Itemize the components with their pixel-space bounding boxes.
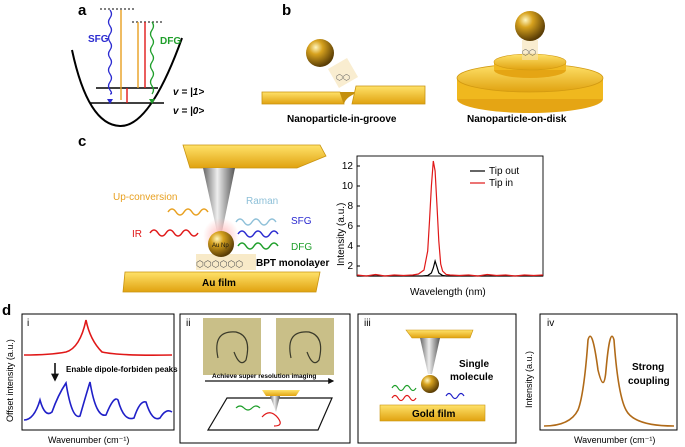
panel-label-c: c xyxy=(78,133,86,150)
single-label: Single xyxy=(459,359,489,370)
gold-nanoparticle-icon xyxy=(515,11,545,41)
super-resolution-caption: Achieve super resolution imaging xyxy=(212,373,316,380)
molecule-icon: ⬡⬡⬡⬡⬡⬡ xyxy=(196,259,243,269)
strong-label: Strong xyxy=(632,362,664,373)
chart-legend: Tip out Tip in xyxy=(470,166,519,189)
gold-film-icon xyxy=(379,404,486,422)
bpt-monolayer-label: BPT monolayer xyxy=(256,258,329,269)
legend-tip-in: Tip in xyxy=(489,178,513,189)
au-film-label: Au film xyxy=(202,278,236,289)
panel-label-a: a xyxy=(78,2,87,19)
subpanel-iv-label: iv xyxy=(547,318,554,329)
sfg-arrow xyxy=(107,9,113,95)
disk-caption: Nanoparticle-on-disk xyxy=(467,114,567,125)
nanoparticle-in-groove-illustration: ⬡⬡ xyxy=(261,39,426,105)
chart-xlabel: Wavelength (nm) xyxy=(410,287,486,298)
energy-diagram xyxy=(71,8,183,128)
gold-nanoparticle-icon xyxy=(421,375,439,393)
subpanel-ii: ii Achieve super resolution imaging xyxy=(179,313,351,444)
subpanel-iv-ylabel: Intensity (a.u.) xyxy=(524,351,534,408)
afm-tip-icon xyxy=(203,168,235,232)
red-spectrum xyxy=(23,319,173,356)
panel-label-d: d xyxy=(2,302,11,319)
chart-ylabel: Intensity (a.u.) xyxy=(336,203,347,266)
subpanel-i-label: i xyxy=(27,318,29,329)
y-tick-label: 8 xyxy=(347,201,353,212)
au-film-icon xyxy=(122,271,321,293)
subpanel-iv: iv Strong coupling Intensity (a.u.) Wave… xyxy=(524,313,678,445)
y-tick-label: 12 xyxy=(342,161,354,172)
legend-tip-out: Tip out xyxy=(489,166,519,177)
subpanel-iii: iii Single molecule Gold film xyxy=(357,313,517,444)
subpanel-iii-label: iii xyxy=(364,318,371,329)
subpanel-i-ylabel: Offset intensity (a.u.) xyxy=(5,339,15,422)
gold-film-label: Gold film xyxy=(412,409,455,420)
gold-nanoparticle-icon xyxy=(306,39,334,67)
potential-well-icon xyxy=(71,37,183,128)
panel-label-b: b xyxy=(282,2,291,19)
upconversion-beam xyxy=(167,208,209,216)
strong-coupling-spectrum xyxy=(543,335,675,427)
level-v0-label: v = |0> xyxy=(173,106,204,117)
image-after xyxy=(276,318,334,375)
upconversion-label: Up-conversion xyxy=(113,192,177,203)
raman-label: Raman xyxy=(246,196,278,207)
cantilever-icon xyxy=(182,144,327,169)
dfg-label: DFG xyxy=(160,36,181,47)
y-tick-label: 4 xyxy=(347,241,353,252)
coupling-label: coupling xyxy=(628,376,670,387)
level-v1-label: v = |1> xyxy=(173,87,204,98)
ir-label: IR xyxy=(132,229,142,240)
y-tick-label: 2 xyxy=(347,261,353,272)
dfg-arrow xyxy=(149,21,155,95)
tip-enhanced-setup-illustration: ⬡⬡⬡⬡⬡⬡ xyxy=(122,144,327,293)
y-tick-label: 10 xyxy=(342,181,354,192)
image-before xyxy=(203,318,261,375)
svg-text:⬡⬡: ⬡⬡ xyxy=(336,73,350,82)
subpanel-i: i Enable dipole-forbiden peaks Offset in… xyxy=(5,313,178,445)
nanoparticle-on-disk-illustration: ⬡⬡ xyxy=(456,11,604,113)
sfg-beam xyxy=(237,230,279,238)
dipole-forbidden-label: Enable dipole-forbiden peaks xyxy=(66,365,178,374)
dfg-beam xyxy=(237,242,279,250)
molecule-label: molecule xyxy=(450,372,494,383)
blue-spectrum xyxy=(23,380,173,421)
subpanel-i-xlabel: Wavenumber (cm⁻¹) xyxy=(48,435,129,445)
gold-nanoparticle-icon xyxy=(208,231,234,257)
subpanel-iv-xlabel: Wavenumber (cm⁻¹) xyxy=(574,435,655,445)
dfg-label: DFG xyxy=(291,242,312,253)
sfg-label: SFG xyxy=(291,216,312,227)
svg-text:⬡⬡: ⬡⬡ xyxy=(522,48,536,57)
subpanel-ii-label: ii xyxy=(186,318,190,329)
groove-caption: Nanoparticle-in-groove xyxy=(287,114,397,125)
ir-beam xyxy=(149,229,199,237)
raman-beam xyxy=(235,218,277,226)
y-tick-label: 6 xyxy=(347,221,353,232)
sfg-label: SFG xyxy=(88,34,109,45)
series-line-1 xyxy=(356,160,544,277)
series-line-0 xyxy=(357,258,543,277)
au-np-label: Au Np xyxy=(212,243,229,249)
